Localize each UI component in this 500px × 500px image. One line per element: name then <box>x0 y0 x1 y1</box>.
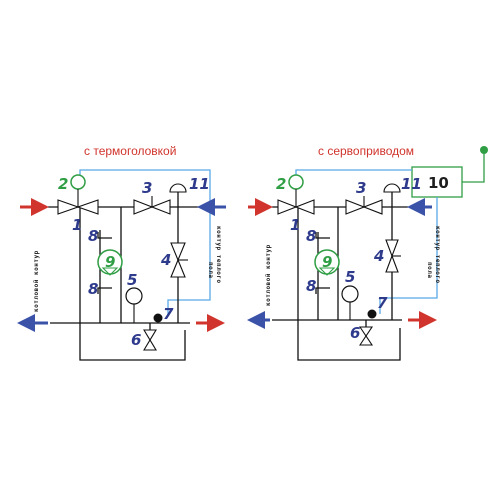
sensor-icon <box>153 313 163 323</box>
fitting-bracket <box>315 287 330 294</box>
label-4: 4 <box>373 247 384 265</box>
gauge-icon <box>125 287 143 305</box>
label-11: 11 <box>401 175 422 193</box>
label-3: 3 <box>356 179 366 197</box>
caption-servo: с сервоприводом <box>318 144 414 158</box>
floor-circuit-label-line2: пола <box>426 262 433 278</box>
servo-head-icon <box>288 174 304 190</box>
label-8-bottom: 8 <box>88 280 98 298</box>
actuator-box-icon <box>411 166 463 198</box>
servo-signal-line <box>295 169 412 177</box>
floor-circuit-label-line2: пола <box>207 262 214 278</box>
label-1: 1 <box>290 216 300 234</box>
fitting-bracket <box>97 232 112 239</box>
capillary-line <box>79 169 211 316</box>
boiler-circuit-label: котловой контур <box>33 250 40 312</box>
label-8-top: 8 <box>306 227 316 245</box>
label-9: 9 <box>322 253 332 271</box>
antenna-tip-icon <box>480 146 488 154</box>
label-3: 3 <box>142 179 152 197</box>
fitting-bracket <box>97 287 112 294</box>
label-5: 5 <box>127 271 137 289</box>
label-5: 5 <box>345 268 355 286</box>
label-8-bottom: 8 <box>306 277 316 295</box>
label-6: 6 <box>131 331 141 349</box>
air-vent-icon <box>169 183 187 193</box>
thermohead-icon <box>70 174 86 190</box>
label-1: 1 <box>72 216 82 234</box>
label-11: 11 <box>189 175 210 193</box>
label-7: 7 <box>163 305 174 323</box>
label-9: 9 <box>105 253 115 271</box>
label-4: 4 <box>160 251 171 269</box>
fitting-bracket <box>315 232 330 239</box>
label-6: 6 <box>350 324 360 342</box>
scheme-servo: с сервоприводом <box>247 144 488 361</box>
sensor-icon <box>367 309 377 319</box>
air-vent-icon <box>383 183 401 193</box>
floor-circuit-label-line1: контур теплого <box>434 226 441 284</box>
antenna-line <box>462 152 485 183</box>
scheme-thermohead: с термоголовкой <box>17 144 226 361</box>
label-10: 10 <box>428 174 449 192</box>
label-7: 7 <box>377 294 388 312</box>
floor-circuit-label-line1: контур теплого <box>215 226 222 284</box>
caption-thermohead: с термоголовкой <box>84 144 176 158</box>
sensor-signal-line <box>379 197 438 314</box>
label-2: 2 <box>276 175 286 193</box>
gauge-icon <box>341 285 359 303</box>
label-2: 2 <box>58 175 68 193</box>
valve-icon <box>143 329 157 351</box>
valve-icon <box>358 326 374 346</box>
label-8-top: 8 <box>88 227 98 245</box>
return-loop <box>79 207 186 361</box>
return-loop <box>297 207 401 361</box>
boiler-circuit-label: котловой контур <box>265 244 272 306</box>
